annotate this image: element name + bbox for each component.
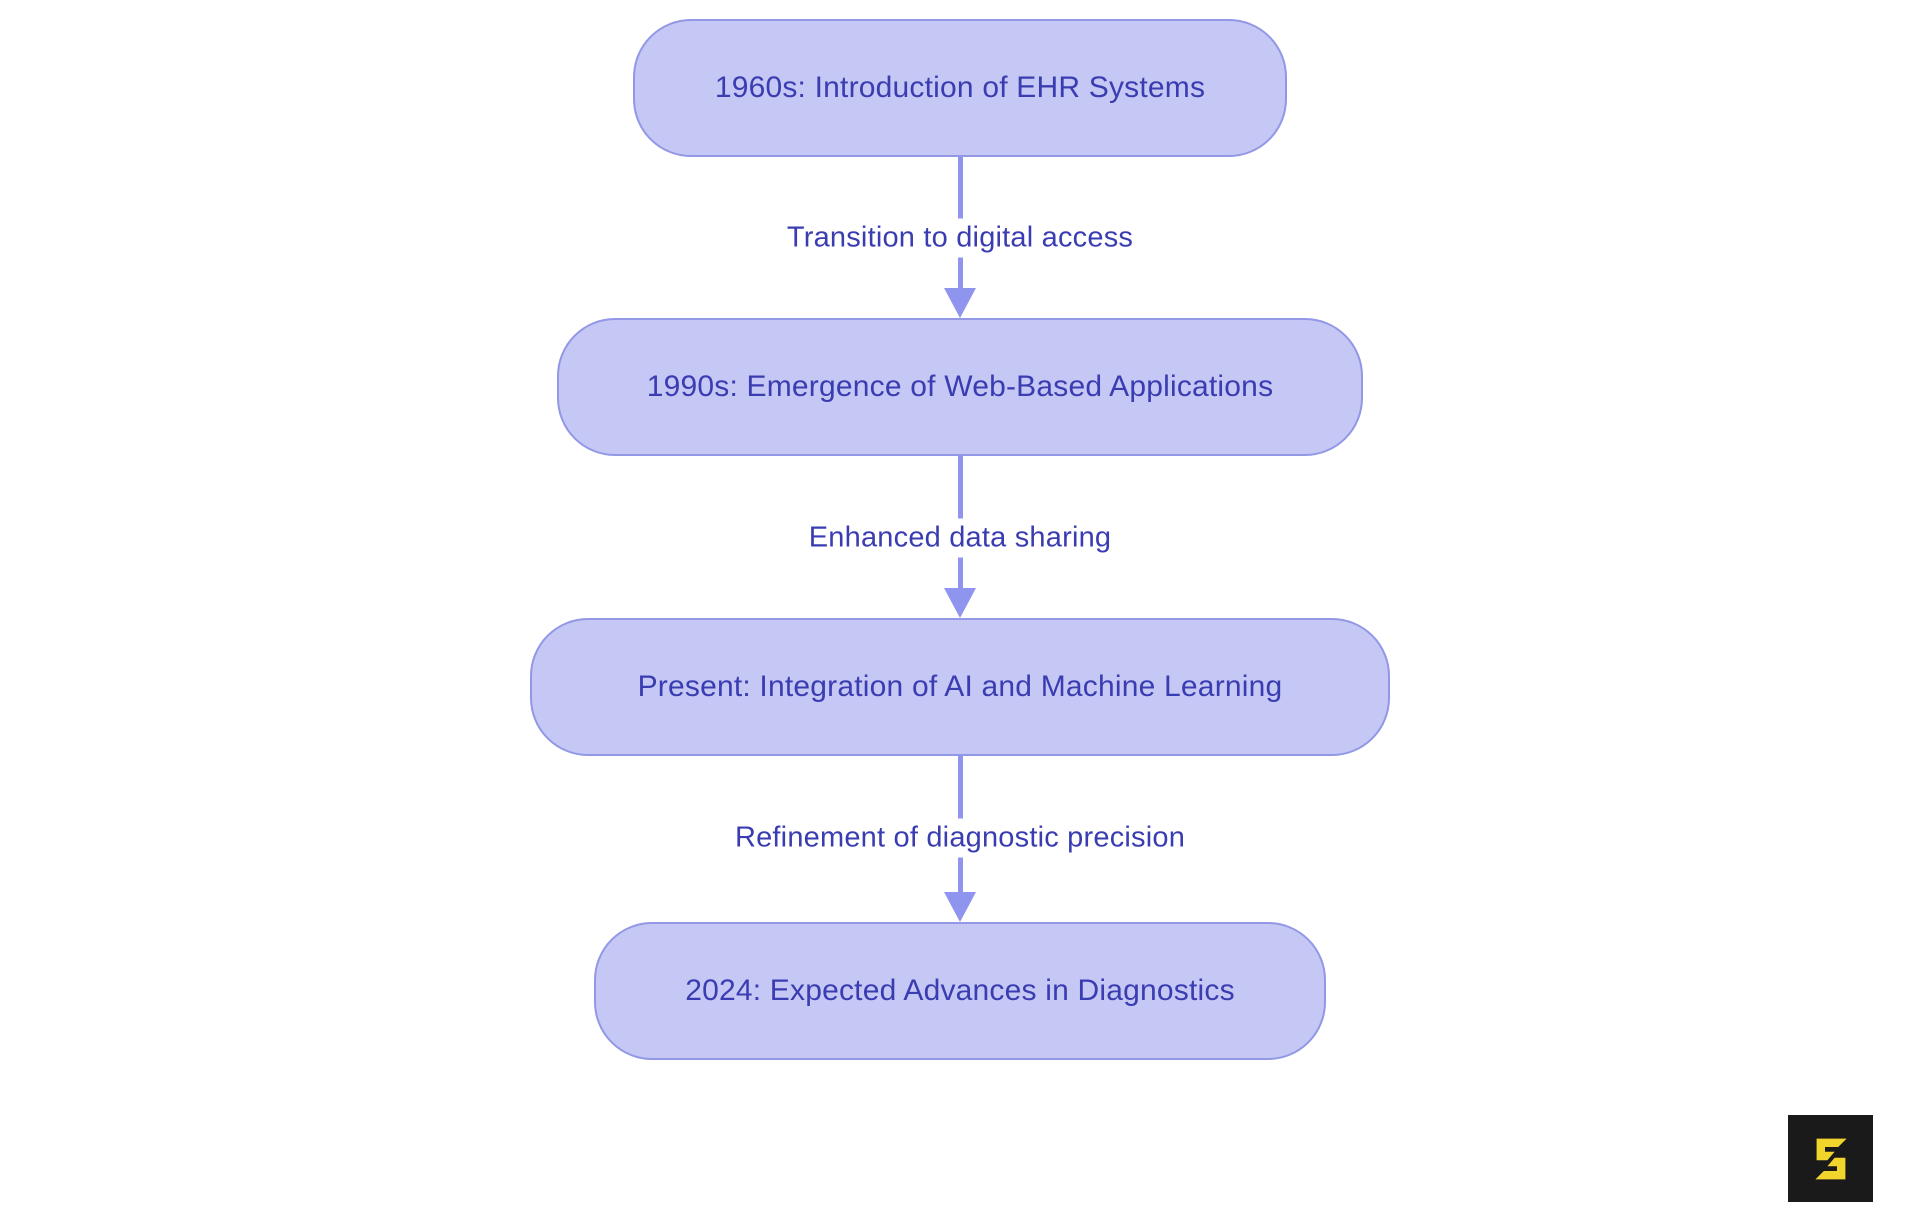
arrow-down-icon bbox=[944, 892, 976, 922]
edge-label-2: Enhanced data sharing bbox=[798, 518, 1122, 558]
node-label: 2024: Expected Advances in Diagnostics bbox=[685, 974, 1235, 1007]
brand-logo bbox=[1788, 1115, 1873, 1202]
edge-label-3: Refinement of diagnostic precision bbox=[724, 818, 1196, 858]
flowchart-node-1990s: 1990s: Emergence of Web-Based Applicatio… bbox=[557, 318, 1363, 456]
node-label: 1990s: Emergence of Web-Based Applicatio… bbox=[646, 370, 1274, 403]
node-label: Present: Integration of AI and Machine L… bbox=[637, 670, 1283, 703]
flowchart-node-present: Present: Integration of AI and Machine L… bbox=[530, 618, 1390, 756]
arrow-down-icon bbox=[944, 288, 976, 318]
flowchart-node-1960s: 1960s: Introduction of EHR Systems bbox=[633, 19, 1287, 157]
edge-label-1: Transition to digital access bbox=[776, 218, 1144, 258]
arrow-down-icon bbox=[944, 588, 976, 618]
node-label: 1960s: Introduction of EHR Systems bbox=[714, 71, 1206, 104]
s-logo-icon bbox=[1814, 1138, 1847, 1179]
flowchart-node-2024: 2024: Expected Advances in Diagnostics bbox=[594, 922, 1326, 1060]
